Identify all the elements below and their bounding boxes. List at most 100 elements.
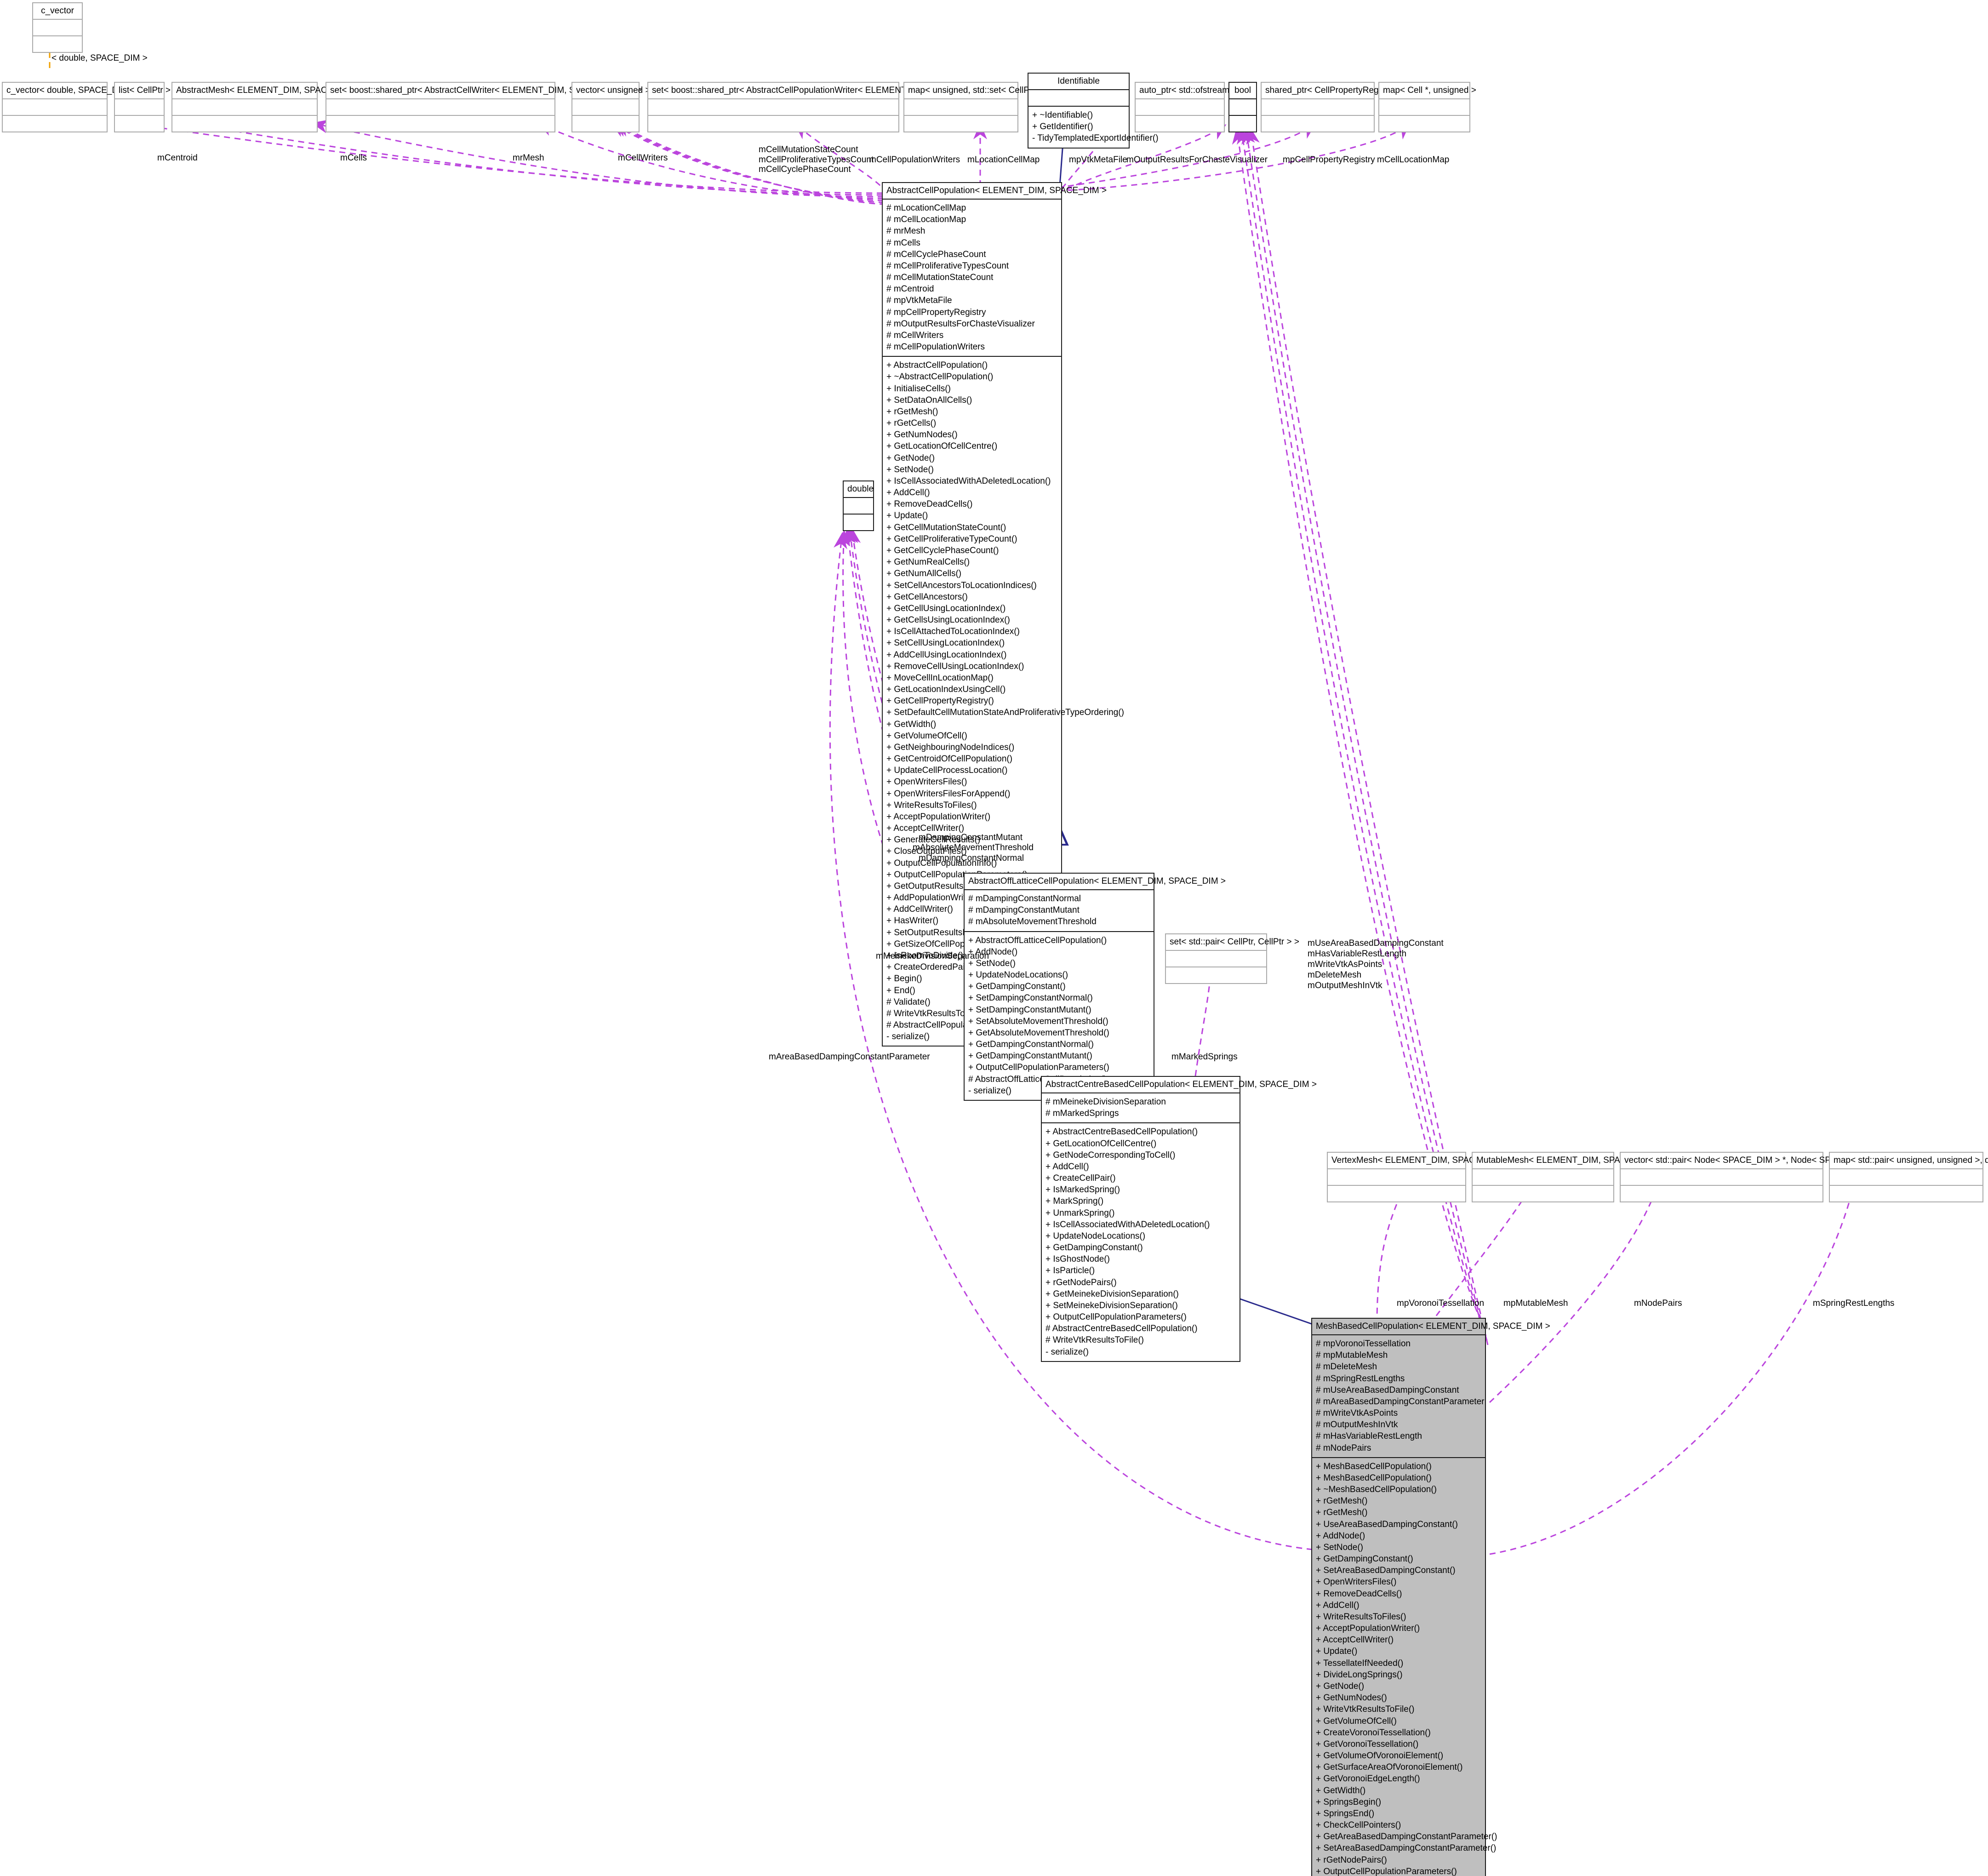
class-member-row: + UpdateCellProcessLocation() — [886, 766, 1008, 776]
class-member-row: + rGetNodePairs() — [1316, 1855, 1387, 1865]
class-box-set-pair-cellptr[interactable]: set< std::pair< CellPtr, CellPtr > > — [1165, 933, 1299, 984]
class-member-row: + GetCellAncestors() — [886, 592, 968, 602]
class-member-row: # mpCellPropertyRegistry — [886, 307, 986, 317]
edge-label-mmeinekedivisionseparation: mMeinekeDivisionSeparation — [876, 951, 989, 961]
class-member-row: + SetNode() — [968, 958, 1016, 968]
class-member-row: # mNodePairs — [1316, 1443, 1371, 1453]
class-member-row: + WriteResultsToFiles() — [1316, 1612, 1406, 1622]
class-member-row: + OutputCellPopulationInfo() — [886, 858, 997, 868]
class-member-row: + GetCellsUsingLocationIndex() — [886, 615, 1010, 625]
class-methods — [33, 36, 82, 52]
class-member-row: + GetWidth() — [886, 719, 937, 729]
edge-label-mpmutablemesh: mpMutableMesh — [1503, 1298, 1568, 1308]
class-member-row: + OpenWritersFiles() — [1316, 1577, 1397, 1587]
divider — [1136, 98, 1224, 99]
class-methods — [3, 116, 107, 132]
class-member-row: + SetMeinekeDivisionSeparation() — [1045, 1300, 1178, 1310]
class-attributes — [1328, 1169, 1465, 1185]
class-methods: + AbstractOffLatticeCellPopulation()+ Ad… — [965, 932, 1154, 1100]
class-member-row: + AddPopulationWriter() — [886, 893, 979, 903]
class-title: bool — [1234, 86, 1251, 95]
class-member-row: + GetVoronoiTessellation() — [1316, 1739, 1419, 1749]
class-methods — [1166, 967, 1266, 983]
divider — [965, 931, 1154, 932]
class-box-auto-ptr-ofstream[interactable]: auto_ptr< std::ofstream > — [1135, 82, 1237, 132]
class-methods — [1379, 116, 1469, 132]
class-title: vector< unsigned > — [576, 86, 651, 95]
edge-label-mdampingconstantnormal: mDampingConstantNormal — [919, 853, 1024, 863]
class-member-row: + GetIdentifier() — [1032, 122, 1093, 132]
class-member-row: + SetAreaBasedDampingConstantParameter() — [1316, 1843, 1497, 1853]
class-member-row: + SetNode() — [886, 464, 934, 475]
class-box-mesh-based-cell-population[interactable]: MeshBasedCellPopulation< ELEMENT_DIM, SP… — [1311, 1318, 1550, 1876]
class-methods — [572, 116, 639, 132]
class-member-row: + End() — [886, 985, 915, 995]
divider — [904, 98, 1017, 99]
class-box-double[interactable]: double — [843, 480, 874, 531]
class-member-row: # mMarkedSprings — [1045, 1109, 1119, 1119]
class-member-row: + OutputCellPopulationParameters() — [968, 1063, 1109, 1073]
class-box-map-pair-double[interactable]: map< std::pair< unsigned, unsigned >, do… — [1829, 1152, 1988, 1202]
edge-label-template: < double, SPACE_DIM > — [51, 53, 148, 63]
class-box-c-vector[interactable]: c_vector — [32, 2, 83, 53]
class-member-row: # mDeleteMesh — [1316, 1362, 1377, 1372]
class-box-set-abstract-cell-writer[interactable]: set< boost::shared_ptr< AbstractCellWrit… — [326, 82, 641, 132]
class-member-row: + GetLocationOfCellCentre() — [1045, 1138, 1157, 1149]
class-member-row: + MoveCellInLocationMap() — [886, 673, 994, 683]
class-box-c-vector-double-spacedim[interactable]: c_vector< double, SPACE_DIM > — [2, 82, 136, 132]
class-member-row: + WriteResultsToFiles() — [886, 800, 977, 810]
class-box-list-cellptr[interactable]: list< CellPtr > — [114, 82, 171, 132]
class-member-row: + SpringsBegin() — [1316, 1797, 1382, 1807]
class-member-row: + CheckCellPointers() — [1316, 1820, 1401, 1830]
class-member-row: + GetNodeCorrespondingToCell() — [1045, 1150, 1176, 1160]
class-title: map< std::pair< unsigned, unsigned >, do… — [1834, 1155, 1988, 1165]
class-member-row: + CreateOrderedPair() — [886, 962, 974, 972]
class-member-row: # mpVtkMetaFile — [886, 296, 952, 306]
divider — [1136, 115, 1224, 116]
class-title: vector< std::pair< Node< SPACE_DIM > *, … — [1624, 1155, 1897, 1165]
class-attributes — [1166, 951, 1266, 967]
edge-label-moutputmeshinvtk: mOutputMeshInVtk — [1308, 981, 1382, 990]
class-box-vertexmesh-ptr[interactable]: VertexMesh< ELEMENT_DIM, SPACE_DIM > * — [1327, 1152, 1515, 1202]
class-member-row: + IsCellAssociatedWithADeletedLocation() — [1045, 1219, 1210, 1230]
class-attributes — [844, 498, 873, 514]
class-box-bool[interactable]: bool — [1228, 82, 1257, 132]
class-member-row: + GetAreaBasedDampingConstantParameter() — [1316, 1832, 1497, 1842]
class-methods — [844, 515, 873, 530]
edge-label-moutputresultsforchastevisualizer: mOutputResultsForChasteVisualizer — [1126, 155, 1268, 165]
class-member-row: # WriteVtkResultsToFile() — [886, 1008, 985, 1018]
class-member-row: + GetDampingConstant() — [1316, 1554, 1413, 1564]
class-member-row: + AddCellUsingLocationIndex() — [886, 650, 1007, 660]
class-box-vector-node-pairs[interactable]: vector< std::pair< Node< SPACE_DIM > *, … — [1620, 1152, 1897, 1202]
class-box-map-cell-unsigned[interactable]: map< Cell *, unsigned > — [1378, 82, 1476, 132]
class-member-row: # AbstractCentreBasedCellPopulation() — [1045, 1324, 1198, 1334]
class-member-row: + ~AbstractCellPopulation() — [886, 372, 994, 382]
class-attributes — [33, 20, 82, 35]
class-box-abstract-centrebased-cell-population[interactable]: AbstractCentreBasedCellPopulation< ELEME… — [1041, 1076, 1317, 1362]
class-box-shared-ptr-cellpropertyregistry[interactable]: shared_ptr< CellPropertyRegistry > — [1261, 82, 1402, 132]
class-member-row: + GetSurfaceAreaOfVoronoiElement() — [1316, 1762, 1463, 1773]
edge-label-mpvoronoitessellation: mpVoronoiTessellation — [1397, 1298, 1485, 1308]
class-box-abstract-offlattice-cell-population[interactable]: AbstractOffLatticeCellPopulation< ELEMEN… — [964, 873, 1226, 1101]
edge-label-mareabaseddampingconstantparameter: mAreaBasedDampingConstantParameter — [769, 1052, 930, 1062]
class-member-row: + UseAreaBasedDampingConstant() — [1316, 1519, 1458, 1529]
class-box-map-unsigned-set-cellptr[interactable]: map< unsigned, std::set< CellPtr > > — [903, 82, 1050, 132]
class-member-row: # mrMesh — [886, 226, 925, 236]
class-member-row: + AbstractCellPopulation() — [886, 360, 988, 371]
class-member-row: + SetNode() — [1316, 1542, 1363, 1552]
class-box-identifiable[interactable]: Identifiable + ~Identifiable()+ GetIdent… — [1028, 73, 1159, 149]
class-member-row: # mWriteVtkAsPoints — [1316, 1408, 1398, 1418]
class-box-vector-unsigned[interactable]: vector< unsigned > — [571, 82, 651, 132]
class-member-row: + SetCellAncestorsToLocationIndices() — [886, 580, 1037, 590]
class-member-row: # mCellLocationMap — [886, 215, 966, 225]
class-box-mutablemesh-ptr[interactable]: MutableMesh< ELEMENT_DIM, SPACE_DIM > * — [1472, 1152, 1667, 1202]
class-member-row: + GetDampingConstant() — [1045, 1243, 1143, 1253]
class-member-row: + CreateVoronoiTessellation() — [1316, 1727, 1431, 1738]
class-member-row: + SetCellUsingLocationIndex() — [886, 638, 1005, 648]
class-box-set-abstract-cell-population-writer[interactable]: set< boost::shared_ptr< AbstractCellPopu… — [647, 82, 1005, 132]
class-member-row: + SetDampingConstantMutant() — [968, 1005, 1091, 1015]
class-box-abstract-mesh-ref[interactable]: AbstractMesh< ELEMENT_DIM, SPACE_DIM > & — [171, 82, 370, 132]
class-title: AbstractCentreBasedCellPopulation< ELEME… — [1045, 1080, 1317, 1089]
class-member-row: + GetWidth() — [1316, 1785, 1366, 1796]
class-title: shared_ptr< CellPropertyRegistry > — [1265, 86, 1402, 95]
